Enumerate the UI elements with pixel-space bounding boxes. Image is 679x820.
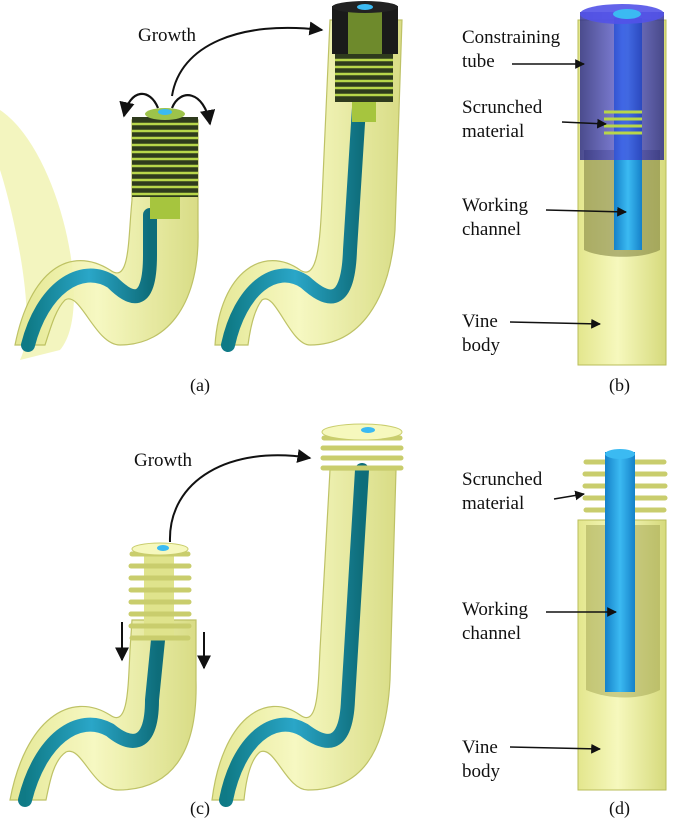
- vine-body-left-c: [9, 619, 197, 807]
- label-scrunched-material-d-line2: material: [462, 493, 525, 514]
- leader-vine-body-b: [509, 318, 601, 329]
- caption-b: (b): [609, 375, 630, 395]
- label-constraining-tube-line2: tube: [462, 51, 495, 72]
- caption-c: (c): [190, 798, 210, 818]
- caption-a: (a): [190, 375, 210, 395]
- leader-vine-body-d: [509, 743, 601, 754]
- caption-d: (d): [609, 798, 630, 818]
- panel-a: [0, 1, 403, 360]
- leader-scrunched-material-b: [561, 118, 607, 129]
- label-working-channel-b-line1: Working: [462, 195, 529, 216]
- label-scrunched-material-d-line1: Scrunched: [462, 469, 543, 490]
- vine-body-right-a: [214, 1, 403, 352]
- leader-arrows: [509, 59, 627, 754]
- constraining-tube-b: [580, 4, 664, 160]
- eversion-arrow-left-a: [119, 92, 160, 118]
- leader-working-channel-b: [545, 206, 627, 217]
- scrunched-material-b: [604, 110, 642, 135]
- label-scrunched-material-b-line1: Scrunched: [462, 97, 543, 118]
- label-vine-body-d-line2: body: [462, 761, 500, 782]
- growth-label-c: Growth: [134, 450, 193, 471]
- scrunched-material-c-left: [128, 542, 192, 641]
- scrunched-material-c-right: [320, 423, 404, 471]
- growth-arrow-a: [171, 21, 324, 97]
- label-working-channel-d-line1: Working: [462, 599, 529, 620]
- leader-scrunched-material-d: [553, 490, 585, 501]
- panel-b: [577, 4, 667, 366]
- growth-arrow-c: [168, 449, 312, 543]
- panel-d: [577, 449, 668, 791]
- label-constraining-tube-line1: Constraining: [462, 27, 561, 48]
- panel-c: [9, 423, 404, 807]
- growth-label-a: Growth: [138, 25, 197, 46]
- vine-body-right-c: [211, 463, 397, 807]
- label-vine-body-b-line1: Vine: [462, 311, 498, 332]
- label-scrunched-material-b-line2: material: [462, 121, 525, 142]
- label-vine-body-b-line2: body: [462, 335, 500, 356]
- label-working-channel-b-line2: channel: [462, 219, 522, 240]
- scrunched-material-d: [582, 449, 668, 518]
- label-working-channel-d-line2: channel: [462, 623, 522, 644]
- scrunched-material-a-left: [132, 108, 198, 219]
- label-vine-body-d-line1: Vine: [462, 737, 498, 758]
- eversion-arrow-right-a: [170, 94, 216, 126]
